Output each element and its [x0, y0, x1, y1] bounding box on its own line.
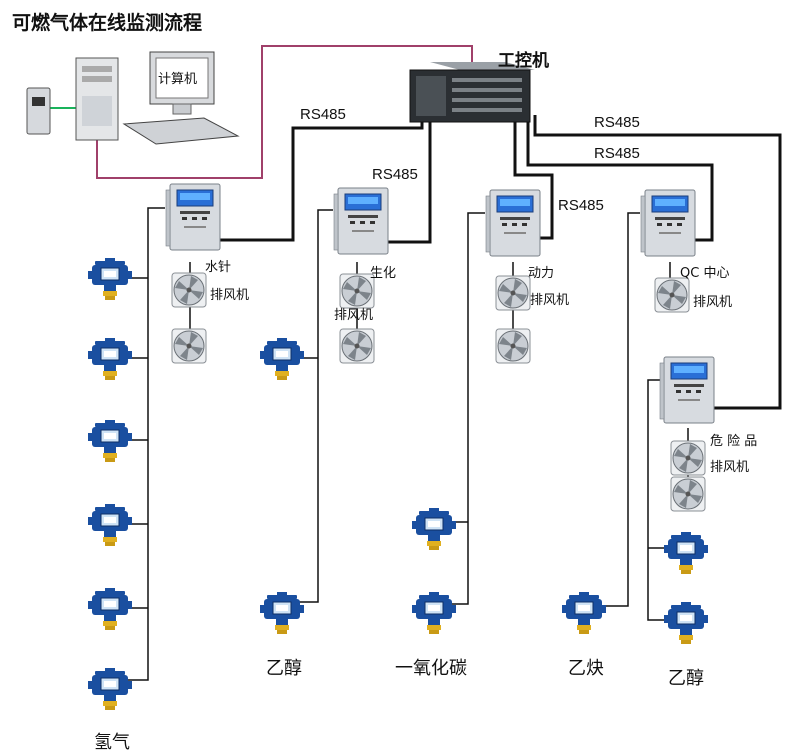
gas-detector-icon [411, 507, 457, 551]
controller-2 [333, 187, 389, 255]
controller-3 [485, 189, 541, 257]
rs485-label: RS485 [594, 145, 640, 162]
fan-icon [670, 476, 706, 512]
gas-label: 氢气 [94, 732, 130, 753]
fan-icon [495, 328, 531, 364]
gas-detector-icon [87, 337, 133, 381]
rs485-label: RS485 [594, 114, 640, 131]
rs485-label: RS485 [372, 166, 418, 183]
keyboard [122, 117, 240, 145]
gas-label: 一氧化碳 [395, 658, 467, 679]
fan-label: 排风机 [210, 288, 250, 303]
computer-label: 计算机 [158, 72, 198, 87]
fan-icon [495, 275, 531, 311]
controller-1 [165, 183, 221, 251]
page-title: 可燃气体在线监测流程 [12, 12, 203, 34]
fan-label: 排风机 [334, 308, 374, 323]
gas-label: 乙醇 [266, 658, 302, 679]
rs485-cables [218, 115, 782, 410]
controller-name: 水针 [205, 260, 232, 275]
sensor-box [26, 87, 51, 135]
fan-icon [654, 277, 690, 313]
fan-icon [670, 440, 706, 476]
rs485-label: RS485 [558, 197, 604, 214]
gas-label: 乙醇 [668, 668, 704, 689]
gas-detector-icon [87, 503, 133, 547]
controller-5 [659, 356, 715, 424]
gas-detector-icon [663, 531, 709, 575]
gas-detector-icon [561, 591, 607, 635]
gas-detector-icon [411, 591, 457, 635]
ipc-label: 工控机 [498, 51, 549, 71]
fan-label: 排风机 [710, 460, 750, 475]
controller-4 [640, 189, 696, 257]
fan-label: 排风机 [693, 295, 733, 310]
controller-name: 动力 [528, 266, 555, 281]
fan-icon [339, 273, 375, 309]
fan-label: 排风机 [530, 293, 570, 308]
controller-name: QC 中心 [680, 266, 730, 281]
fan-icon [339, 328, 375, 364]
pc-link [96, 45, 473, 179]
gas-detector-icon [259, 591, 305, 635]
rs485-label: RS485 [300, 106, 346, 123]
gas-label: 乙炔 [568, 658, 604, 679]
controller-name: 危 险 品 [710, 434, 758, 449]
fan-icon [171, 272, 207, 308]
gas-detector-icon [87, 419, 133, 463]
controller-name: 生化 [370, 266, 397, 281]
gas-detector-icon [663, 601, 709, 645]
gas-detector-icon [87, 587, 133, 631]
gas-detector-icon [87, 667, 133, 711]
fan-icon [171, 328, 207, 364]
industrial-pc [409, 62, 535, 123]
computer-group [26, 51, 240, 145]
gas-detector-icon [259, 337, 305, 381]
gas-detector-icon [87, 257, 133, 301]
